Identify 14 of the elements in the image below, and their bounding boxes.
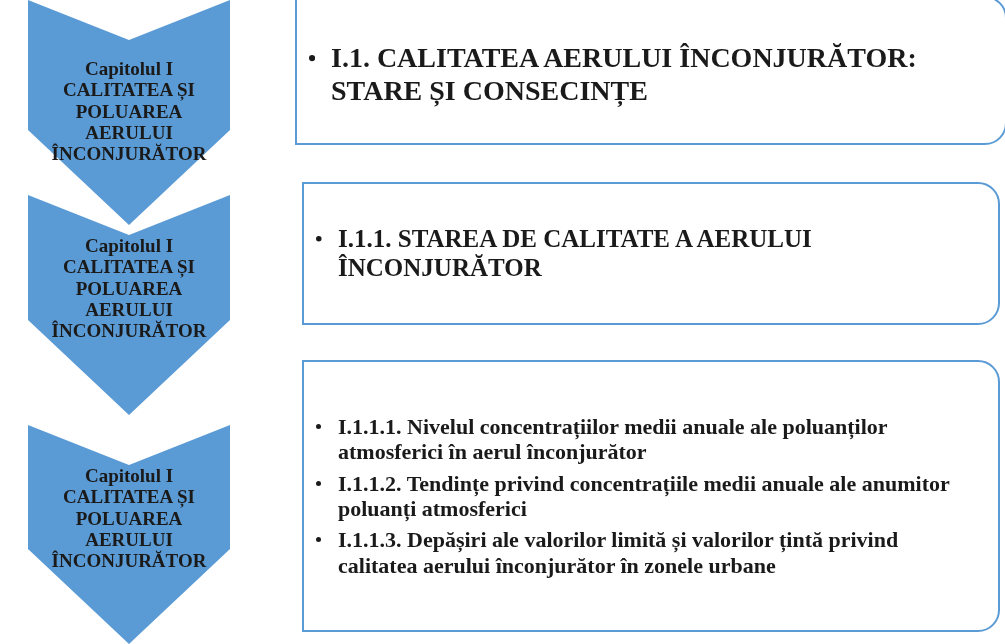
bullet-text: I.1.1.3. Depășiri ale valorilor limită și valorilor țintă privind calitatea aerului înconjurător în zonele urbane: [338, 527, 900, 578]
content-panel: [302, 182, 1000, 325]
bullet-text: I.1.1.1. Nivelul concentrațiilor medii anuale ale poluanților atmosferici în aerul înconjurător: [338, 414, 889, 465]
chevron-shape: [28, 0, 230, 225]
chapter-label: Capitolul I CALITATEA ȘI POLUAREA AERULUI ÎNCONJURĂTOR: [50, 58, 208, 165]
chevron-shape: [28, 195, 230, 415]
content-panel: [295, 0, 1005, 145]
chevron-shape: [28, 425, 230, 644]
content-panel: [302, 360, 1000, 632]
chapter-label: Capitolul I CALITATEA ȘI POLUAREA AERULUI ÎNCONJURĂTOR: [50, 235, 208, 342]
bullet-text: I.1.1.2. Tendințe privind concentrațiile medii anuale ale anumitor poluanți atmosferici: [338, 470, 951, 522]
bullet-text: I.1. CALITATEA AERULUI ÎNCONJURĂTOR: STARE ȘI CONSECINȚE: [331, 42, 918, 107]
chapter-label: Capitolul I CALITATEA ȘI POLUAREA AERULUI ÎNCONJURĂTOR: [50, 465, 208, 572]
bullet-text: I.1.1. STAREA DE CALITATE A AERULUI ÎNCONJURĂTOR: [338, 224, 813, 283]
